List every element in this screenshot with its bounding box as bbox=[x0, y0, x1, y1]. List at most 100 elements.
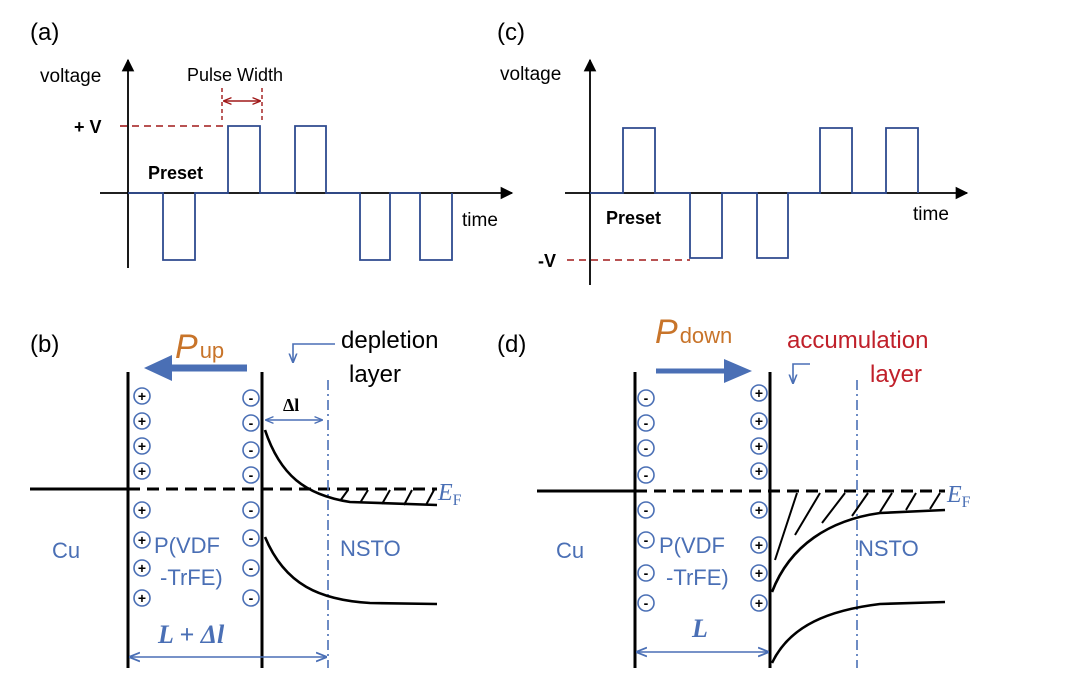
panel-b-left-charges: + + + + + + + + bbox=[133, 387, 151, 607]
panel-c-pulse-train bbox=[590, 127, 919, 259]
panel-b-right-charge-sign: - bbox=[249, 390, 254, 406]
panel-c-label: (c) bbox=[497, 19, 525, 46]
panel-b-left-charge-sign: + bbox=[138, 560, 146, 576]
panel-b-pvdf-label-1: P(VDF bbox=[154, 533, 220, 558]
panel-b-pvdf-label-2: -TrFE) bbox=[160, 565, 223, 590]
panel-d-pvdf-label-1: P(VDF bbox=[659, 533, 725, 558]
panel-d-width-label: L bbox=[691, 614, 708, 643]
panel-b-right-charge-sign: - bbox=[249, 415, 254, 431]
panel-d-left-charges: - - - - - - - - bbox=[637, 389, 655, 612]
panel-d-left-charge-sign: - bbox=[644, 532, 649, 548]
panel-d-accumulation-label-2: layer bbox=[870, 361, 922, 388]
panel-b-right-charge-sign: - bbox=[249, 502, 254, 518]
panel-d-polarization-symbol: P bbox=[655, 313, 678, 351]
panel-b-left-charge-sign: + bbox=[138, 532, 146, 548]
panel-c: (c) voltage time -V Preset bbox=[497, 19, 969, 285]
panel-d-right-positive-charge: + bbox=[750, 536, 768, 554]
panel-b-fermi-symbol: E bbox=[437, 480, 453, 506]
panel-d-right-positive-charge: + bbox=[750, 564, 768, 582]
panel-d-fermi-symbol: E bbox=[946, 482, 962, 508]
panel-d-left-negative-charge: - bbox=[637, 414, 655, 432]
panel-b-depletion-pointer bbox=[293, 343, 335, 362]
panel-a-pulse-train bbox=[128, 125, 453, 261]
panel-d-right-charge-sign: + bbox=[755, 385, 763, 401]
panel-d-right-positive-charge: + bbox=[750, 594, 768, 612]
panel-b-right-negative-charge: - bbox=[242, 441, 260, 459]
panel-b-left-charge-sign: + bbox=[138, 413, 146, 429]
panel-b-depletion-label-2: layer bbox=[349, 361, 401, 388]
panel-d-polarization-sub: down bbox=[680, 323, 733, 348]
panel-d-left-negative-charge: - bbox=[637, 531, 655, 549]
panel-b-right-negative-charge: - bbox=[242, 414, 260, 432]
panel-d-left-charge-sign: - bbox=[644, 415, 649, 431]
panel-b-right-charge-sign: - bbox=[249, 442, 254, 458]
panel-d-right-charge-sign: + bbox=[755, 463, 763, 479]
panel-d-conduction-band bbox=[770, 508, 946, 593]
panel-b-depletion-label-1: depletion bbox=[341, 327, 438, 354]
panel-d-left-negative-charge: - bbox=[637, 564, 655, 582]
panel-d-right-charge-sign: + bbox=[755, 565, 763, 581]
panel-d-hatching bbox=[774, 492, 941, 561]
panel-b-nsto-label: NSTO bbox=[340, 536, 401, 561]
panel-b-polarization-symbol: P bbox=[175, 328, 198, 366]
panel-d-left-negative-charge: - bbox=[637, 501, 655, 519]
panel-d-pvdf-label-2: -TrFE) bbox=[666, 565, 729, 590]
panel-b-right-negative-charge: - bbox=[242, 466, 260, 484]
panel-b-right-negative-charge: - bbox=[242, 559, 260, 577]
panel-b-polarization-label: Pup bbox=[175, 328, 224, 366]
panel-b-right-negative-charge: - bbox=[242, 501, 260, 519]
panel-b-conduction-band bbox=[263, 429, 438, 507]
panel-b-right-charge-sign: - bbox=[249, 467, 254, 483]
panel-d-right-charge-sign: + bbox=[755, 537, 763, 553]
panel-d-right-positive-charge: + bbox=[750, 384, 768, 402]
panel-b-left-charge-sign: + bbox=[138, 463, 146, 479]
panel-d-right-charge-sign: + bbox=[755, 413, 763, 429]
panel-d-left-negative-charge: - bbox=[637, 439, 655, 457]
panel-b-polarization-arrow bbox=[144, 355, 247, 381]
panel-b-left-positive-charge: + bbox=[133, 387, 151, 405]
panel-d-right-charge-sign: + bbox=[755, 438, 763, 454]
panel-d-valence-band bbox=[770, 600, 946, 664]
panel-b-left-positive-charge: + bbox=[133, 437, 151, 455]
panel-a-plus-v-label: + V bbox=[74, 117, 102, 137]
panel-d-right-charges: + + + + + + + + bbox=[750, 384, 768, 612]
panel-d-left-charge-sign: - bbox=[644, 390, 649, 406]
panel-a: (a) voltage time + V Preset Pulse Width bbox=[30, 19, 514, 268]
panel-d-right-positive-charge: + bbox=[750, 412, 768, 430]
panel-b-delta-l-label: Δl bbox=[283, 395, 299, 415]
panel-a-pulse-width-label: Pulse Width bbox=[187, 65, 283, 85]
panel-b-hatching bbox=[339, 489, 435, 506]
panel-b-polarization-sub: up bbox=[200, 338, 224, 363]
panel-b-right-charge-sign: - bbox=[249, 560, 254, 576]
panel-b-right-negative-charge: - bbox=[242, 589, 260, 607]
panel-c-preset-label: Preset bbox=[606, 208, 661, 228]
panel-b-right-negative-charge: - bbox=[242, 389, 260, 407]
panel-d-right-positive-charge: + bbox=[750, 462, 768, 480]
panel-a-preset-label: Preset bbox=[148, 163, 203, 183]
panel-b-left-positive-charge: + bbox=[133, 412, 151, 430]
panel-c-y-axis-label: voltage bbox=[500, 64, 561, 85]
panel-d-nsto-label: NSTO bbox=[858, 536, 919, 561]
panel-d-polarization-arrow bbox=[656, 359, 752, 383]
panel-b-right-charges: - - - - - - - - bbox=[242, 389, 260, 607]
panel-d-accumulation-label-1: accumulation bbox=[787, 327, 928, 354]
panel-b-right-charge-sign: - bbox=[249, 530, 254, 546]
panel-d-label: (d) bbox=[497, 331, 526, 358]
panel-a-y-axis-label: voltage bbox=[40, 66, 101, 87]
panel-d-cu-label: Cu bbox=[556, 538, 584, 563]
panel-d-left-charge-sign: - bbox=[644, 595, 649, 611]
panel-d-accumulation-pointer bbox=[793, 363, 810, 383]
panel-d-right-positive-charge: + bbox=[750, 501, 768, 519]
panel-a-label: (a) bbox=[30, 19, 59, 46]
panel-b-left-charge-sign: + bbox=[138, 590, 146, 606]
panel-b-valence-band bbox=[263, 536, 438, 606]
panel-b-right-negative-charge: - bbox=[242, 529, 260, 547]
panel-d-left-charge-sign: - bbox=[644, 467, 649, 483]
panel-b: (b) Pup depletion layer Δl bbox=[30, 327, 462, 668]
panel-c-x-axis-label: time bbox=[913, 204, 949, 225]
panel-d-left-charge-sign: - bbox=[644, 565, 649, 581]
panel-b-left-charge-sign: + bbox=[138, 502, 146, 518]
panel-c-minus-v-label: -V bbox=[538, 251, 556, 271]
